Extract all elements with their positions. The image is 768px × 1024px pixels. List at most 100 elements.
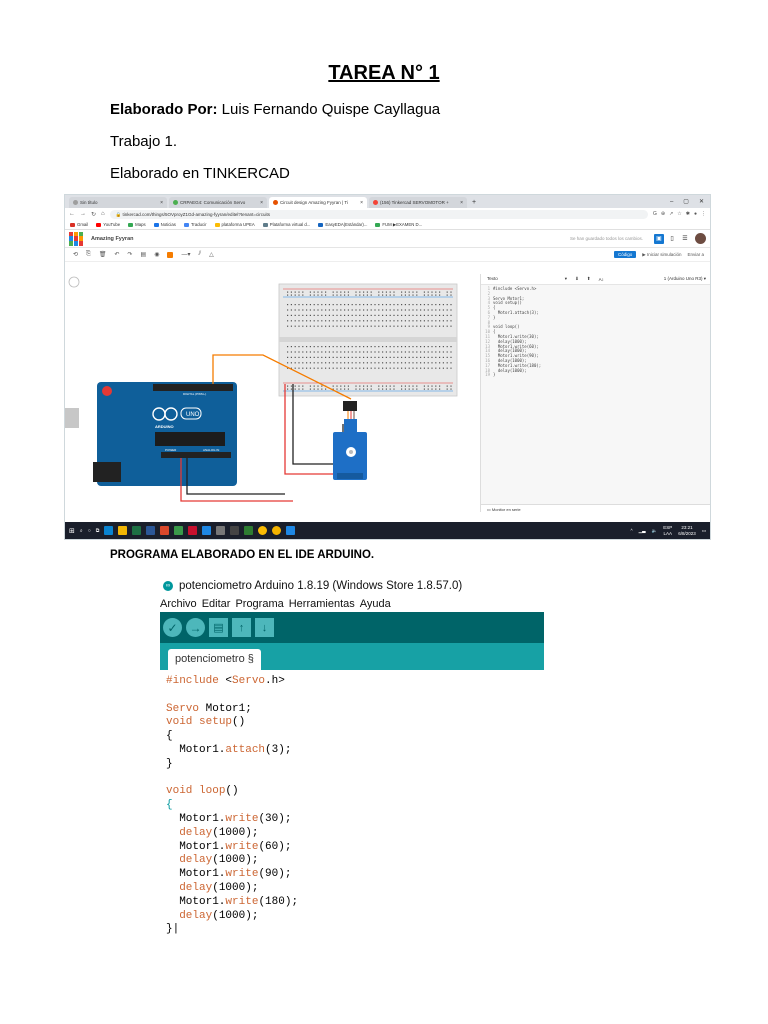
board-select[interactable]: 1 (Arduino Uno R3) ▾ xyxy=(663,276,706,281)
browser-tab[interactable]: CRPAEG4: Comunicación Servo× xyxy=(169,197,267,208)
menu-item-editar[interactable]: Editar xyxy=(201,598,231,610)
ide-code-editor[interactable]: #include <Servo.h>Servo Motor1;void setu… xyxy=(160,670,544,937)
browser-tab[interactable]: (156) Tinkercad SERVOMOTOR +× xyxy=(369,197,467,208)
tray-arrow-icon[interactable]: ^ xyxy=(630,528,633,533)
new-sketch-icon[interactable]: ▤ xyxy=(209,618,228,637)
app-icon-blue-2[interactable] xyxy=(286,526,296,535)
redo-icon[interactable]: ↷ xyxy=(127,252,133,258)
mirror-icon[interactable]: △ xyxy=(209,252,214,258)
font-size-icon[interactable]: A↕ xyxy=(598,276,604,282)
code-button[interactable]: Código xyxy=(613,251,637,258)
component-list-icon[interactable]: ☰ xyxy=(682,236,688,242)
windows-start-icon[interactable]: ⊞ xyxy=(69,527,75,535)
maximize-icon[interactable]: ▢ xyxy=(683,199,689,205)
avatar[interactable] xyxy=(695,233,706,244)
powerpoint-icon[interactable] xyxy=(160,526,170,535)
code-token: < xyxy=(218,675,233,687)
profile-icon[interactable]: ● xyxy=(693,211,697,217)
search-icon[interactable]: ⌕ xyxy=(79,527,83,534)
upload-icon[interactable]: ⬆ xyxy=(586,276,591,281)
forward-icon[interactable]: → xyxy=(80,211,86,217)
task-view-icon[interactable]: ⧉ xyxy=(95,527,100,534)
url-input[interactable]: 🔒 tinkercad.com/things/5OVproyZ1Gd-amazi… xyxy=(109,209,648,219)
schematic-view-icon[interactable]: ▯ xyxy=(670,236,674,242)
app-icon-red[interactable] xyxy=(188,526,198,535)
zoom-icon[interactable]: ⊕ xyxy=(660,211,666,217)
browser-tab[interactable]: Circuit design Amazing Fyyran | Ti× xyxy=(269,197,367,208)
cortana-icon[interactable]: ○ xyxy=(87,527,91,534)
share-icon[interactable]: ↗ xyxy=(669,211,674,217)
volume-icon[interactable]: 🔈 xyxy=(651,527,658,533)
edge-icon[interactable] xyxy=(104,526,114,535)
bookmark-item[interactable]: Plataforma virtual d... xyxy=(262,222,310,227)
menu-item-herramientas[interactable]: Herramientas xyxy=(288,598,355,610)
wire-color-swatch[interactable] xyxy=(167,251,174,258)
save-sketch-icon[interactable]: ↓ xyxy=(255,618,274,637)
tab-close-icon[interactable]: × xyxy=(260,199,263,206)
menu-item-ayuda[interactable]: Ayuda xyxy=(359,598,391,610)
bookmark-item[interactable]: Gmail xyxy=(70,222,88,227)
copy-icon[interactable]: ⎘ xyxy=(86,251,91,257)
note-icon[interactable]: ▤ xyxy=(140,252,147,258)
word-icon[interactable] xyxy=(146,526,156,535)
download-icon[interactable]: ⬇ xyxy=(575,276,579,281)
menu-icon[interactable]: ⋮ xyxy=(701,211,706,217)
google-icon[interactable]: G xyxy=(652,211,657,217)
back-icon[interactable]: ← xyxy=(69,211,75,217)
browser-tab[interactable]: Sin título× xyxy=(69,197,167,208)
start-simulation-button[interactable]: ▶ Iniciar simulación xyxy=(642,251,682,257)
circuit-drawing: UNO ARDUINO DIGITAL (PWM~) POWER ANALOG … xyxy=(65,276,458,502)
wire-style-icon[interactable]: —▾ xyxy=(181,252,191,258)
tab-potenciometro[interactable]: potenciometro § xyxy=(168,649,261,670)
bookmark-item[interactable]: Noticias xyxy=(153,222,176,227)
reload-icon[interactable]: ↻ xyxy=(91,211,97,218)
circuit-view-icon[interactable]: ▣ xyxy=(654,233,664,244)
app-icon-gray[interactable] xyxy=(216,526,226,535)
project-name[interactable]: Amazing Fyyran xyxy=(91,235,134,242)
app-icon-blue[interactable] xyxy=(202,526,212,535)
notification-icon[interactable]: ▭ xyxy=(701,527,706,533)
minimize-icon[interactable]: – xyxy=(669,199,674,205)
file-explorer-icon[interactable] xyxy=(118,526,128,535)
open-sketch-icon[interactable]: ↑ xyxy=(232,618,251,637)
serial-monitor-toggle[interactable]: ▭ Monitor en serie xyxy=(481,504,710,512)
chrome-icon[interactable] xyxy=(258,526,268,535)
upload-icon[interactable]: → xyxy=(186,618,205,637)
menu-item-programa[interactable]: Programa xyxy=(235,598,284,610)
verify-icon[interactable]: ✓ xyxy=(163,618,182,637)
close-icon[interactable]: ✕ xyxy=(698,199,704,205)
send-to-button[interactable]: Enviar a xyxy=(687,252,704,257)
code-line-text: Motor1.write(30); xyxy=(493,333,539,339)
app-icon-green[interactable] xyxy=(174,526,184,535)
bookmark-item[interactable]: YouTube xyxy=(96,222,120,227)
chrome-icon-2[interactable] xyxy=(272,526,282,535)
flip-icon[interactable]: ⫽ xyxy=(198,251,202,257)
new-tab-button[interactable]: + xyxy=(472,199,477,206)
bookmark-item[interactable]: plataforma UPEA xyxy=(214,222,255,227)
bookmark-item[interactable]: Maps xyxy=(128,222,146,227)
delete-icon[interactable]: 🗑 xyxy=(98,252,107,258)
undo-icon[interactable]: ↶ xyxy=(114,252,120,258)
network-icon[interactable]: ▁▃ xyxy=(638,527,646,533)
tab-close-icon[interactable]: × xyxy=(360,199,363,206)
home-icon[interactable]: ⌂ xyxy=(101,211,105,217)
menu-item-archivo[interactable]: Archivo xyxy=(160,598,197,610)
bookmark-item[interactable]: EasyEDA(Estándar)... xyxy=(318,222,367,227)
skype-icon[interactable] xyxy=(230,526,240,535)
tinkercad-logo[interactable] xyxy=(69,231,83,246)
eye-icon[interactable]: ◉ xyxy=(154,252,160,258)
circuit-canvas[interactable]: UNO ARDUINO DIGITAL (PWM~) POWER ANALOG … xyxy=(65,274,480,512)
app-icon-dark-green[interactable] xyxy=(244,526,254,535)
rotate-icon[interactable]: ⟲ xyxy=(73,252,79,258)
excel-icon[interactable] xyxy=(132,526,142,535)
tab-close-icon[interactable]: × xyxy=(160,199,163,206)
code-mode-select[interactable]: Texto▾ xyxy=(487,276,567,281)
tab-close-icon[interactable]: × xyxy=(460,199,463,206)
bookmark-item[interactable]: FUM ▶EXAMEN D... xyxy=(375,222,422,228)
star-icon[interactable]: ☆ xyxy=(677,211,682,217)
bookmark-item[interactable]: Traducir xyxy=(183,222,207,227)
extension-icon[interactable]: ✱ xyxy=(685,211,690,217)
